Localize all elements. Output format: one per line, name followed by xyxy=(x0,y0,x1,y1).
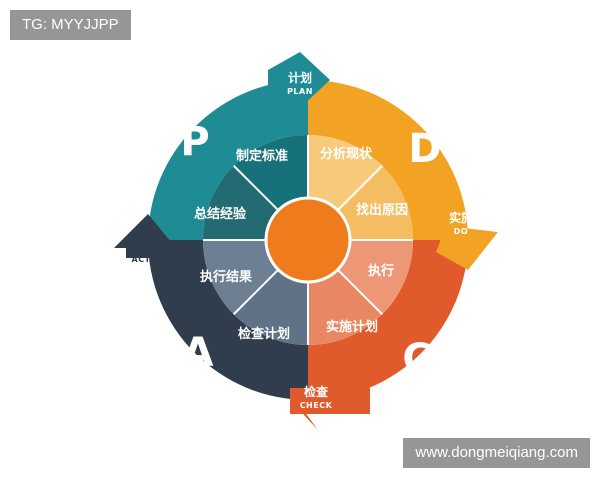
letter-c: C xyxy=(402,336,431,382)
arrow-labels: 计划 PLAN 实施 DO 检查 CHECK 处理 ACTION xyxy=(132,70,473,414)
check-en-label: CHECK xyxy=(300,401,333,410)
watermark-bottom: www.dongmeiqiang.com xyxy=(403,438,590,468)
check-tab xyxy=(290,388,370,414)
ring-plan xyxy=(148,80,308,240)
watermark-top: TG: MYYJJPP xyxy=(10,10,131,40)
ring-check xyxy=(308,240,468,400)
do-en-label: DO xyxy=(454,227,468,236)
center-circle xyxy=(264,196,352,284)
ring-action xyxy=(148,240,308,400)
check-cn-label: 检查 xyxy=(304,384,329,399)
do-cn-label: 实施 xyxy=(449,210,473,225)
outer-ring xyxy=(148,80,468,400)
segment-label-7: 执行结果 xyxy=(200,269,252,285)
arrow-plan xyxy=(268,52,330,108)
segment-label-4: 执行 xyxy=(368,263,394,279)
letter-p: P xyxy=(180,119,209,165)
segment-label-2: 分析现状 xyxy=(320,146,373,162)
letter-d: D xyxy=(408,126,441,172)
segment-label-5: 实施计划 xyxy=(326,319,378,335)
action-en-label: ACTION xyxy=(132,255,169,264)
phase-letters: P D C A xyxy=(180,119,441,382)
letter-a: A xyxy=(183,330,214,376)
segment-labels: 制定标准 分析现状 找出原因 执行 实施计划 检查计划 执行结果 总结经验 xyxy=(194,146,408,342)
plan-cn-label: 计划 xyxy=(288,70,312,85)
ring-arrows xyxy=(114,52,498,430)
segment-label-6: 检查计划 xyxy=(238,326,290,342)
ring-do xyxy=(308,80,468,240)
segment-label-3: 找出原因 xyxy=(356,202,408,218)
arrow-do xyxy=(436,226,498,270)
plan-en-label: PLAN xyxy=(287,87,313,96)
action-cn-label: 处理 xyxy=(137,238,162,253)
arrow-action xyxy=(114,214,176,258)
segment-label-1: 制定标准 xyxy=(236,148,288,164)
segment-label-8: 总结经验 xyxy=(194,206,247,222)
